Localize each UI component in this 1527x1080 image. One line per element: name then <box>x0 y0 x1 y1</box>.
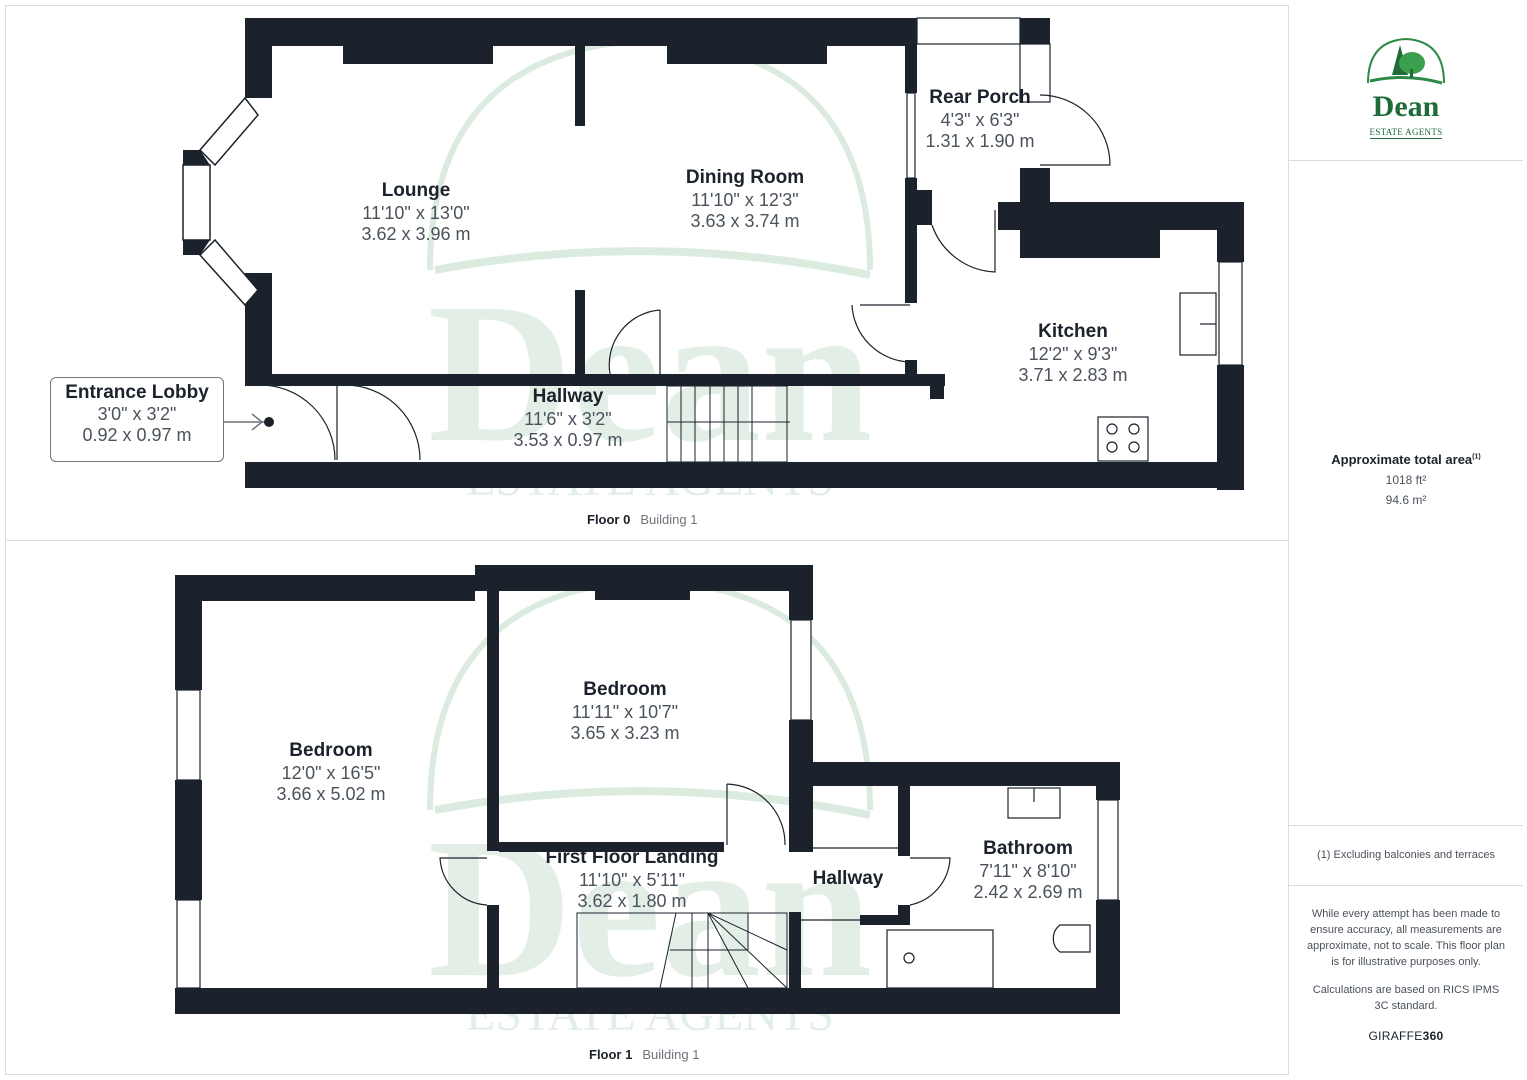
room-dim-imperial: 11'10" x 13'0" <box>362 202 470 223</box>
room-dim-imperial: 12'0" x 16'5" <box>281 762 381 783</box>
total-area-ft: 1018 ft² <box>1385 473 1427 487</box>
calculation-note: Calculations are based on RICS IPMS 3C s… <box>1312 984 1500 1012</box>
logo-subtitle: ESTATE AGENTS <box>1369 127 1443 139</box>
room-label-rear-porch: Rear Porch 4'3" x 6'3" 1.31 x 1.90 m <box>925 87 1034 153</box>
room-label-hallway-ground: Hallway 11'6" x 3'2" 3.53 x 0.97 m <box>513 386 622 452</box>
watermark-logo-floor-0: Dean ESTATE AGENTS <box>427 36 873 506</box>
building-name: Building 1 <box>640 512 698 527</box>
room-label-dining-room: Dining Room 11'10" x 12'3" 3.63 x 3.74 m <box>686 167 804 233</box>
room-label-bathroom: Bathroom 7'11" x 8'10" 2.42 x 2.69 m <box>973 838 1082 904</box>
provider-suffix: 360 <box>1422 1029 1444 1043</box>
building-name: Building 1 <box>642 1047 700 1062</box>
tree-logo-icon <box>1367 37 1445 85</box>
room-name: Hallway <box>812 868 884 889</box>
room-dim-metric: 3.53 x 0.97 m <box>513 430 623 451</box>
room-name: Bedroom <box>583 679 667 700</box>
room-name: Bathroom <box>983 838 1073 859</box>
room-label-bedroom-2: Bedroom 11'11" x 10'7" 3.65 x 3.23 m <box>570 679 679 745</box>
floor-1-caption: Floor 1 Building 1 <box>589 1047 699 1062</box>
svg-text:Dean: Dean <box>428 263 872 484</box>
provider-brand: GIRAFFE360 <box>1289 1029 1523 1043</box>
stairs-floor-1 <box>576 912 788 989</box>
room-dim-imperial: 3'0" x 3'2" <box>97 404 177 424</box>
kitchen-fixtures <box>1097 292 1217 462</box>
room-dim-metric: 3.62 x 1.80 m <box>577 891 687 912</box>
room-name: Entrance Lobby <box>65 382 209 403</box>
room-dim-imperial: 7'11" x 8'10" <box>979 860 1077 881</box>
room-dim-imperial: 11'11" x 10'7" <box>571 701 679 722</box>
floor-name: Floor 0 <box>587 512 631 527</box>
room-dim-imperial: 11'10" x 5'11" <box>578 869 686 890</box>
room-dim-metric: 3.63 x 3.74 m <box>690 211 800 232</box>
bathroom-fixtures <box>886 787 1091 989</box>
footnote-text: (1) Excluding balconies and terraces <box>1317 849 1495 861</box>
room-name: First Floor Landing <box>545 847 719 868</box>
room-label-bedroom-1: Bedroom 12'0" x 16'5" 3.66 x 5.02 m <box>276 740 385 806</box>
stairs-floor-0 <box>666 385 790 463</box>
room-dim-imperial: 12'2" x 9'3" <box>1028 343 1118 364</box>
total-area-title: Approximate total area(1) <box>1289 452 1523 467</box>
room-dim-imperial: 4'3" x 6'3" <box>940 109 1020 130</box>
room-label-first-floor-landing: First Floor Landing 11'10" x 5'11" 3.62 … <box>545 847 718 913</box>
room-dim-metric: 2.42 x 2.69 m <box>973 882 1083 903</box>
info-sidebar: Dean ESTATE AGENTS Approximate total are… <box>1288 5 1523 1075</box>
room-label-hallway-first: Hallway <box>813 868 884 891</box>
logo-wordmark: Dean <box>1372 90 1440 123</box>
room-dim-metric: 1.31 x 1.90 m <box>925 131 1035 152</box>
room-name: Hallway <box>532 386 604 407</box>
room-dim-metric: 0.92 x 0.97 m <box>82 425 192 445</box>
room-dim-metric: 3.66 x 5.02 m <box>276 784 386 805</box>
bay-window <box>182 96 259 307</box>
provider-prefix: GIRAFFE <box>1368 1029 1423 1043</box>
total-area-m: 94.6 m² <box>1385 493 1427 507</box>
room-label-lounge: Lounge 11'10" x 13'0" 3.62 x 3.96 m <box>361 180 470 246</box>
disclaimer-text: While every attempt has been made to ens… <box>1307 908 1505 968</box>
total-area-title-text: Approximate total area <box>1331 452 1473 467</box>
floor-0-walls <box>245 18 1244 490</box>
room-dim-imperial: 11'10" x 12'3" <box>691 189 799 210</box>
room-dim-metric: 3.71 x 2.83 m <box>1018 365 1128 386</box>
floor-0-caption: Floor 0 Building 1 <box>587 512 697 527</box>
room-dim-metric: 3.62 x 3.96 m <box>361 224 471 245</box>
floor-1-walls <box>175 565 1120 1014</box>
footnote-marker: (1) <box>1472 453 1481 461</box>
brand-logo: Dean ESTATE AGENTS <box>1289 37 1523 140</box>
doors-floor-1 <box>439 783 951 921</box>
doors-floor-0 <box>257 94 1111 461</box>
room-dim-imperial: 11'6" x 3'2" <box>524 408 612 429</box>
floor-name: Floor 1 <box>589 1047 633 1062</box>
room-label-entrance-lobby: Entrance Lobby 3'0" x 3'2" 0.92 x 0.97 m <box>50 377 224 462</box>
total-area-section: Approximate total area(1) 1018 ft² 94.6 … <box>1289 452 1523 507</box>
room-dim-metric: 3.65 x 3.23 m <box>570 723 680 744</box>
entrance-arrow <box>224 413 265 431</box>
room-name: Rear Porch <box>929 87 1031 108</box>
room-name: Kitchen <box>1038 321 1108 342</box>
room-name: Dining Room <box>685 167 805 188</box>
room-name: Lounge <box>381 180 451 201</box>
room-label-kitchen: Kitchen 12'2" x 9'3" 3.71 x 2.83 m <box>1018 321 1127 387</box>
room-name: Bedroom <box>289 740 373 761</box>
